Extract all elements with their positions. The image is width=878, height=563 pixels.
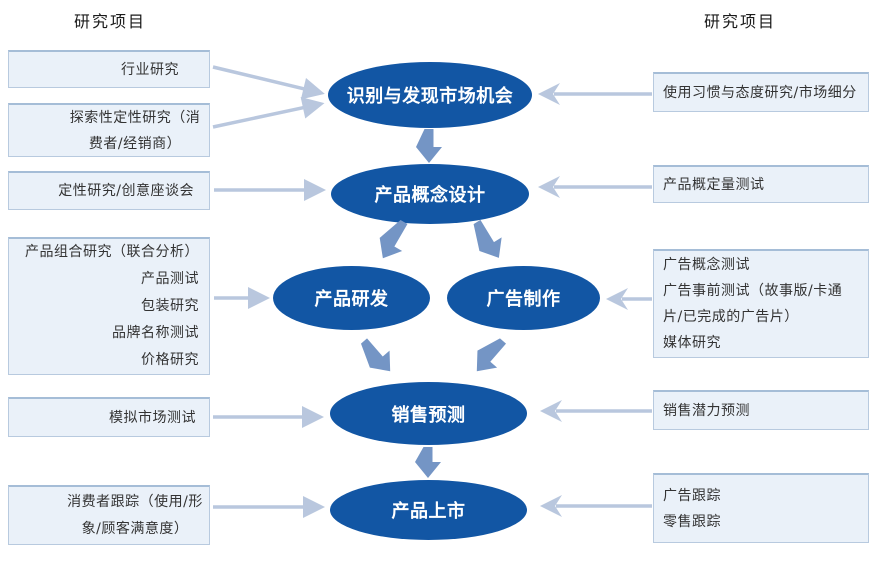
left-box-consumer-tracking: 消费者跟踪（使用/形 象/顾客满意度） [8,485,210,545]
stage-ellipse-product-rnd-label: 产品研发 [314,289,389,310]
stage-ellipse-product-launch: 产品上市 [330,480,527,540]
arrow-qualitative-to-concept-icon [214,179,326,201]
stage-ellipse-concept-design-label: 产品概念设计 [374,185,486,206]
stage-ellipse-product-launch-label: 产品上市 [391,501,466,522]
arrow-opportunity-to-concept-icon [416,129,442,163]
left-box-simulated-market-test: 模拟市场测试 [8,397,210,437]
stage-ellipse-product-rnd: 产品研发 [273,266,430,330]
left-box-exploratory-qualitative-label: 探索性定性研究（消 费者/经销商） [69,109,201,152]
arrow-sales-potential-to-forecast-icon [540,400,652,422]
arrow-consumer-tracking-to-launch-icon [213,496,325,518]
arrow-simulated-test-to-forecast-icon [213,406,324,428]
right-column-header: 研究项目 [703,12,776,31]
left-box-simulated-market-test-label: 模拟市场测试 [109,409,196,426]
right-box-concept-quant-test: 产品概定量测试 [653,165,869,203]
left-box-consumer-tracking-label: 消费者跟踪（使用/形 象/顾客满意度） [67,493,203,537]
arrow-quant-test-to-concept-icon [538,176,652,198]
right-box-ad-testing-media-research: 广告概念测试 广告事前测试（故事版/卡通 片/已完成的广告片） 媒体研究 [653,249,869,358]
arrow-usage-attitude-to-opportunity-icon [538,83,652,105]
arrow-tracking-to-launch-icon [540,495,652,517]
right-box-usage-attitude-segmentation-label: 使用习惯与态度研究/市场细分 [663,84,857,101]
arrow-industry-to-opportunity-icon [212,65,325,100]
left-box-industry-research: 行业研究 [8,50,210,88]
arrow-concept-to-ad-icon [473,219,502,258]
stage-ellipse-ad-production: 广告制作 [447,266,600,330]
right-box-sales-potential-forecast: 销售潜力预测 [653,390,869,430]
stage-ellipse-ad-production-label: 广告制作 [486,289,561,310]
left-box-qualitative-creative-session: 定性研究/创意座谈会 [8,171,210,210]
stage-ellipse-concept-design: 产品概念设计 [331,164,529,224]
left-column-header: 研究项目 [73,12,146,31]
left-box-qualitative-creative-session-label: 定性研究/创意座谈会 [58,183,194,199]
right-box-concept-quant-test-label: 产品概定量测试 [663,176,765,193]
stage-ellipse-opportunity-label: 识别与发现市场机会 [346,86,514,107]
left-box-exploratory-qualitative: 探索性定性研究（消 费者/经销商） [8,103,210,157]
right-box-sales-potential-forecast-label: 销售潜力预测 [663,402,750,419]
arrow-exploratory-to-opportunity-icon [212,96,325,129]
arrow-ad-testing-to-ad-production-icon [606,288,652,310]
right-box-ad-retail-tracking: 广告跟踪 零售跟踪 [653,473,869,543]
right-box-ad-testing-media-research-label: 广告概念测试 广告事前测试（故事版/卡通 片/已完成的广告片） 媒体研究 [663,257,843,351]
stage-ellipse-sales-forecast-label: 销售预测 [391,404,466,426]
arrow-forecast-to-launch-icon [415,447,441,478]
stage-ellipse-opportunity: 识别与发现市场机会 [328,62,532,128]
right-box-ad-retail-tracking-label: 广告跟踪 零售跟踪 [663,487,721,530]
stage-ellipse-sales-forecast: 销售预测 [330,382,527,445]
right-box-usage-attitude-segmentation: 使用习惯与态度研究/市场细分 [653,72,869,112]
arrow-rnd-to-forecast-icon [360,338,391,372]
left-box-product-portfolio-research-label: 产品组合研究（联合分析） 产品测试 包装研究 品牌名称测试 价格研究 [25,244,199,368]
left-box-product-portfolio-research: 产品组合研究（联合分析） 产品测试 包装研究 品牌名称测试 价格研究 [8,237,210,375]
arrow-ad-to-forecast-icon [476,338,507,372]
arrow-portfolio-to-rnd-icon [214,287,270,309]
left-box-industry-research-label: 行业研究 [121,61,179,78]
